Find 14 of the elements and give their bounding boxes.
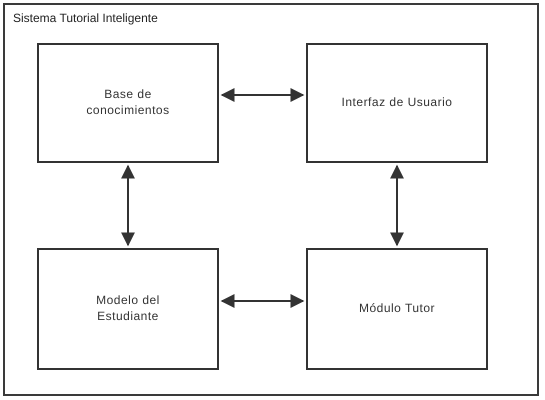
- module-box: [306, 43, 488, 163]
- double-arrow: [390, 164, 404, 246]
- system-frame: [3, 3, 539, 396]
- module-label: Módulo Tutor: [358, 301, 436, 317]
- module-label: Base de conocimientos: [85, 87, 171, 119]
- frame-title: Sistema Tutorial Inteligente: [13, 11, 158, 25]
- double-arrow: [121, 164, 135, 246]
- module-box: [37, 248, 219, 370]
- module-label: Interfaz de Usuario: [342, 95, 452, 111]
- double-arrow: [220, 294, 304, 308]
- double-arrow: [220, 88, 304, 102]
- module-box: [306, 248, 488, 370]
- module-box: [37, 43, 219, 163]
- module-label: Modelo del Estudiante: [95, 293, 161, 325]
